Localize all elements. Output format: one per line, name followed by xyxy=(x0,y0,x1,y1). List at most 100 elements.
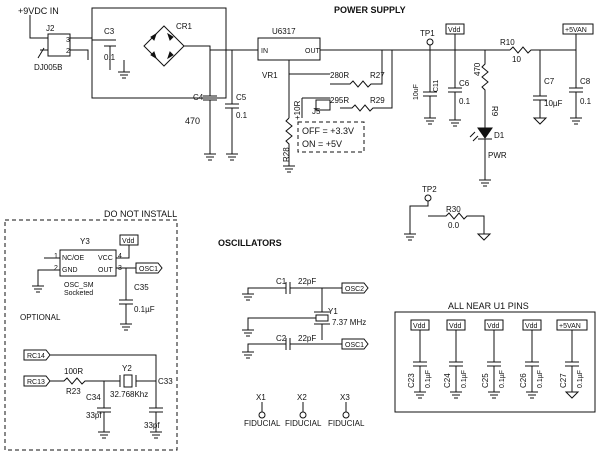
c34-value: 33pf xyxy=(86,411,102,420)
c3-capacitor xyxy=(92,39,116,70)
c11-capacitor xyxy=(423,50,437,118)
tp2-point xyxy=(424,194,432,202)
c5-value: 0.1 xyxy=(236,111,248,120)
y2-ref: Y2 xyxy=(122,364,132,373)
c5-capacitor xyxy=(225,50,239,154)
vsan-rail-tag xyxy=(562,23,594,35)
tp1-point xyxy=(426,38,434,46)
bypass-cap-value: 0.1µF xyxy=(577,370,584,388)
bypass-cap-c27: +5VAN C27 0.1µF xyxy=(556,319,588,399)
c4-capacitor xyxy=(203,50,217,154)
rc13-label: RC13 xyxy=(27,379,45,386)
c11-value: 10uF xyxy=(413,84,420,100)
bypass-capacitors-section: ALL NEAR U1 PINS Vdd C23 0.1µF Vdd C24 0… xyxy=(394,301,596,413)
y1-ref: Y1 xyxy=(328,307,338,316)
bypass-ground xyxy=(526,391,538,399)
bypass-rail-label: Vdd xyxy=(413,323,426,330)
c2-capacitor xyxy=(247,338,342,352)
tp2-ref: TP2 xyxy=(422,185,437,194)
y3-pin-nc-oe: NC/OE xyxy=(62,255,85,262)
bypass-capacitor xyxy=(449,330,463,392)
d1-ref: D1 xyxy=(494,131,505,140)
cr1-ref: CR1 xyxy=(176,22,193,31)
osc2-label: OSC2 xyxy=(345,286,364,293)
r9-value: 470 xyxy=(473,62,482,76)
fiducial-label: FIDUCIAL xyxy=(328,419,365,428)
r30-ground xyxy=(476,233,492,241)
bypass-capacitor xyxy=(413,330,427,392)
c3-value: 0.1 xyxy=(104,53,116,62)
osc1-out-tag xyxy=(341,338,369,350)
vr1-ref: VR1 xyxy=(262,71,278,80)
fiducial-mark xyxy=(299,411,307,419)
r27-ref: R27 xyxy=(370,71,385,80)
tp2-wire xyxy=(409,201,429,234)
do-not-install-header: DO NOT INSTALL xyxy=(104,209,177,219)
y3-oscillator xyxy=(59,249,117,277)
y3-pin-out: OUT xyxy=(98,267,114,274)
d1-light-rays xyxy=(469,131,479,142)
r9-resistor xyxy=(481,50,489,128)
vdd-rail-label: Vdd xyxy=(448,27,461,34)
c1-ground xyxy=(242,293,254,301)
cr1-bridge xyxy=(143,25,185,67)
y3-pin4: 4 xyxy=(118,253,122,260)
c3-ref: C3 xyxy=(104,27,115,36)
c11-ground xyxy=(424,117,436,125)
c33-capacitor xyxy=(149,381,163,432)
c6-capacitor xyxy=(448,50,462,120)
bypass-rail-label: Vdd xyxy=(449,323,462,330)
c8-value: 0.1 xyxy=(580,97,592,106)
y3-left-wires xyxy=(37,257,60,286)
y1-ground xyxy=(242,329,254,337)
c11-ref: C11 xyxy=(433,80,440,92)
bypass-cap-ref: C23 xyxy=(407,373,416,388)
y3-part: OSC_SM xyxy=(64,282,94,289)
j2-pin2: 2 xyxy=(66,48,70,55)
y1-crystal xyxy=(314,288,330,340)
y3-ref: Y3 xyxy=(80,237,90,246)
r28-value: +10R xyxy=(293,100,302,120)
jumper-note-box xyxy=(297,121,365,153)
r27-resistor xyxy=(330,50,383,88)
osc1-out-label: OSC1 xyxy=(345,342,364,349)
r23-resistor xyxy=(50,377,116,385)
fiducial-label: FIDUCIAL xyxy=(285,419,322,428)
c7-ref: C7 xyxy=(544,77,555,86)
r28-ref: R28 xyxy=(282,147,291,162)
bypass-rail-label: +5VAN xyxy=(559,323,581,330)
u6317-in-pin: IN xyxy=(261,48,268,55)
bridge-box xyxy=(91,7,227,99)
y3-pin-gnd: GND xyxy=(62,267,78,274)
r9-ref: R9 xyxy=(490,106,499,117)
j2-pin1-mark xyxy=(37,47,48,59)
fiducial-x2: X2 FIDUCIAL xyxy=(285,393,322,428)
oscillators-header: OSCILLATORS xyxy=(218,238,282,248)
c34-capacitor xyxy=(97,381,111,432)
r29-resistor xyxy=(340,50,393,112)
fiducial-ref: X2 xyxy=(297,393,307,402)
c35-capacitor xyxy=(119,268,133,324)
bypass-capacitor xyxy=(487,330,501,392)
fiducial-mark xyxy=(258,411,266,419)
bypass-capacitor xyxy=(525,330,539,392)
bypass-cap-value: 0.1µF xyxy=(537,370,544,388)
c6-ground xyxy=(449,119,461,127)
rc13-tag xyxy=(23,375,51,387)
r30-value: 0.0 xyxy=(448,221,460,230)
r29-ref: R29 xyxy=(370,96,385,105)
bypass-cap-value: 0.1µF xyxy=(425,370,432,388)
bypass-header: ALL NEAR U1 PINS xyxy=(448,301,529,311)
j2-pin3: 3 xyxy=(66,37,70,44)
adjust-wire xyxy=(288,60,330,118)
u6317-out-pin: OUT xyxy=(305,48,321,55)
c7-ground xyxy=(532,117,548,125)
rc14-wire xyxy=(50,354,157,386)
osc2-tag xyxy=(341,282,369,294)
bypass-cap-ref: C25 xyxy=(481,373,490,388)
j5-wire xyxy=(301,97,330,118)
r30-ref: R30 xyxy=(446,205,461,214)
c8-ground xyxy=(570,117,582,125)
rc14-label: RC14 xyxy=(27,353,45,360)
